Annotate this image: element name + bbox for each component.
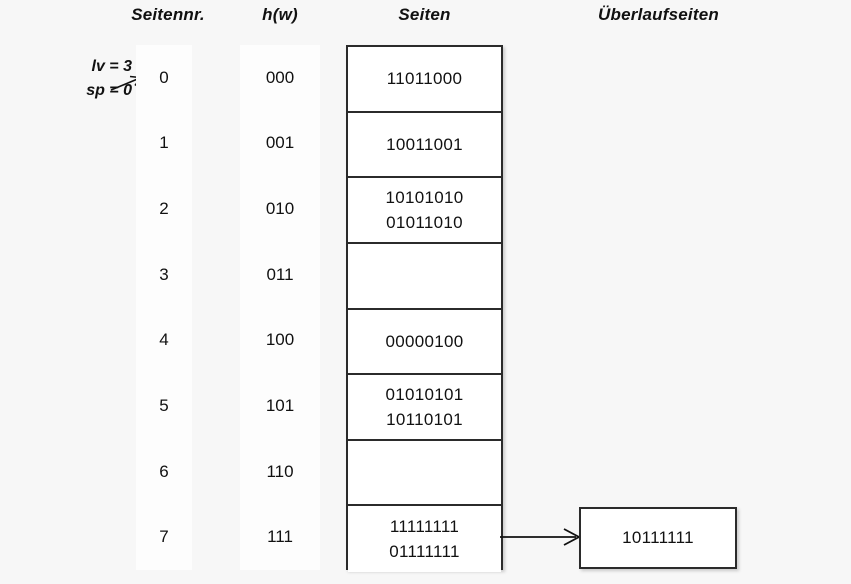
arrow-right-icon xyxy=(500,528,581,546)
hw-cell: 111 xyxy=(267,527,293,546)
hw-cell: 100 xyxy=(265,330,295,349)
hw-cell: 010 xyxy=(265,199,295,218)
hw-column-background xyxy=(240,45,320,570)
seiten-entry: 10110101 xyxy=(386,409,463,429)
column-header-seiten: Seiten xyxy=(398,5,451,24)
seitennr-column-background xyxy=(136,45,192,570)
seiten-entry: 01010101 xyxy=(385,384,464,404)
seiten-bucket-row: 11011000 xyxy=(348,47,501,113)
seiten-entry: 10101010 xyxy=(385,188,464,208)
hw-cell: 001 xyxy=(265,133,295,152)
seiten-bucket-row: 10101010 01011010 xyxy=(348,178,501,244)
hw-cell: 011 xyxy=(266,265,294,284)
seiten-bucket-row: 00000100 xyxy=(348,309,501,376)
ueberlaufseite-entry: 10111111 xyxy=(622,528,694,547)
seiten-bucket-row-empty xyxy=(348,440,501,507)
seiten-entry: 11111111 xyxy=(389,517,460,537)
seiten-entry: 00000100 xyxy=(385,331,464,351)
hw-cell: 110 xyxy=(266,462,294,481)
column-header-seitennr: Seitennr. xyxy=(131,5,205,24)
seiten-entry: 01111111 xyxy=(389,542,460,562)
seitennr-cell: 2 xyxy=(159,199,169,218)
seitennr-cell: 3 xyxy=(159,265,169,284)
seiten-entry: 11011000 xyxy=(386,69,463,89)
seitennr-cell: 0 xyxy=(159,68,169,87)
seiten-bucket-row: 01010101 10110101 xyxy=(348,375,501,441)
column-header-ueberlaufseiten: Überlaufseiten xyxy=(598,5,719,24)
seiten-entry: 10011001 xyxy=(386,134,463,154)
seiten-bucket-row: 11111111 01111111 xyxy=(348,506,501,572)
seitennr-cell: 7 xyxy=(159,527,169,546)
annotation-lv: lv = 3 xyxy=(91,58,132,75)
seiten-bucket-row-empty xyxy=(348,243,501,310)
seitennr-cell: 6 xyxy=(159,462,169,481)
hw-cell: 101 xyxy=(265,396,295,415)
ueberlaufseite-box: 10111111 xyxy=(579,507,737,569)
seiten-table: 11011000 10011001 10101010 01011010 0000… xyxy=(346,45,503,572)
hw-cell: 000 xyxy=(265,68,295,87)
seiten-bucket-row: 10011001 xyxy=(348,112,501,179)
seitennr-cell: 1 xyxy=(159,133,169,152)
seitennr-cell: 4 xyxy=(159,330,169,349)
seiten-entry: 01011010 xyxy=(386,213,463,233)
column-header-hw: h(w) xyxy=(262,5,298,24)
seitennr-cell: 5 xyxy=(159,396,169,415)
